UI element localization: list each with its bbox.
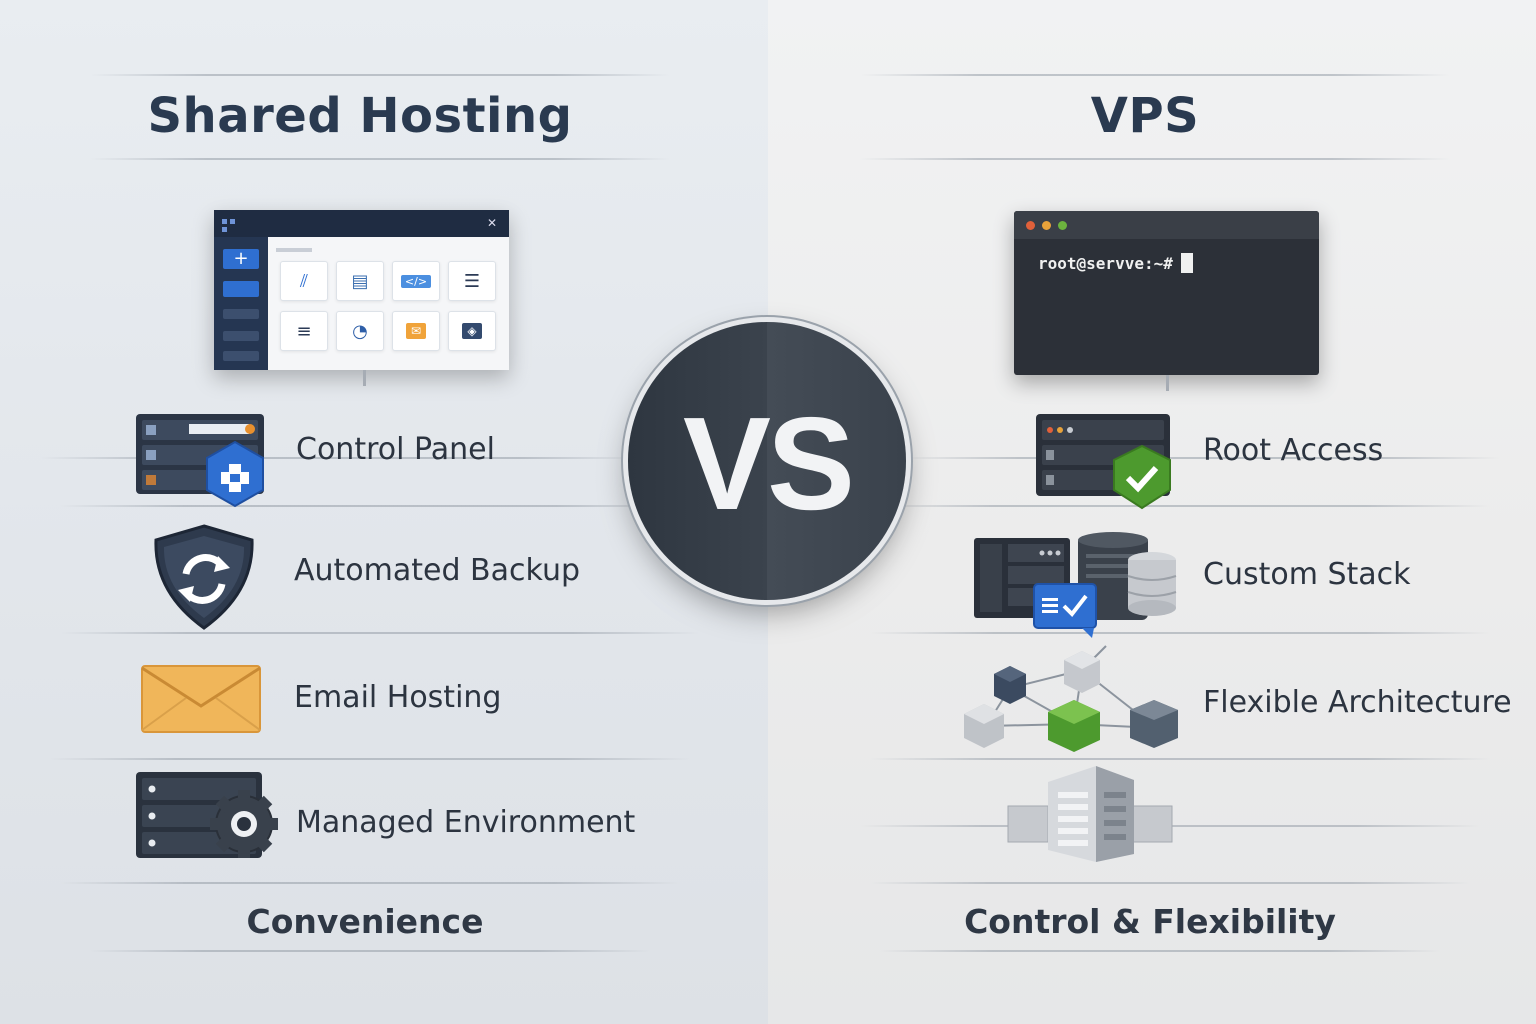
footer-convenience: Convenience bbox=[246, 902, 484, 941]
close-icon: ✕ bbox=[486, 216, 497, 230]
terminal-window: root@servve:~# bbox=[1014, 211, 1319, 375]
server-database-icon bbox=[974, 532, 1177, 638]
server-gear-icon bbox=[136, 772, 278, 858]
divider-line bbox=[870, 632, 1490, 634]
divider-line bbox=[860, 74, 1450, 76]
divider-line bbox=[880, 950, 1440, 952]
divider-line bbox=[50, 758, 690, 760]
divider-line bbox=[870, 758, 1490, 760]
folder-icon: ▤ bbox=[336, 261, 384, 301]
feature-root-access: Root Access bbox=[1203, 433, 1384, 468]
analytics-icon: ⫽ bbox=[280, 261, 328, 301]
vs-badge: VS bbox=[628, 322, 906, 600]
divider-line bbox=[90, 74, 670, 76]
list-icon: ☰ bbox=[448, 261, 496, 301]
cube-network-icon bbox=[964, 645, 1178, 752]
divider-line bbox=[860, 158, 1450, 160]
feature-custom-stack: Custom Stack bbox=[1203, 557, 1411, 592]
vs-label: VS bbox=[682, 389, 855, 537]
divider-line bbox=[60, 505, 680, 507]
envelope-icon bbox=[141, 665, 261, 733]
divider-line bbox=[40, 457, 640, 459]
footer-control-flexibility: Control & Flexibility bbox=[964, 902, 1336, 941]
chart-pie-icon: ◔ bbox=[336, 311, 384, 351]
server-check-shield-icon bbox=[1036, 414, 1171, 510]
feature-automated-backup: Automated Backup bbox=[294, 553, 581, 588]
cursor bbox=[1180, 253, 1193, 273]
plus-icon: + bbox=[223, 249, 259, 269]
divider-line bbox=[870, 505, 1490, 507]
divider-line bbox=[60, 882, 680, 884]
divider-line bbox=[60, 632, 700, 634]
server-building-icon bbox=[1007, 766, 1173, 862]
divider-line bbox=[90, 950, 650, 952]
terminal-prompt: root@servve:~# bbox=[1038, 253, 1193, 273]
code-icon: </> bbox=[392, 261, 440, 301]
divider-line bbox=[900, 457, 1500, 459]
text-icon: ≡ bbox=[280, 311, 328, 351]
lock-icon: ◈ bbox=[448, 311, 496, 351]
divider-line bbox=[870, 882, 1470, 884]
divider-line bbox=[90, 158, 670, 160]
feature-email-hosting: Email Hosting bbox=[294, 680, 502, 715]
shared-hosting-title: Shared Hosting bbox=[147, 88, 573, 144]
control-panel-icon bbox=[136, 414, 264, 508]
feature-control-panel: Control Panel bbox=[296, 432, 495, 467]
vps-title: VPS bbox=[1090, 88, 1200, 144]
control-panel-dashboard-illustration: ✕ + ⫽ ▤ </> ☰ ≡ ◔ ✉ ◈ bbox=[214, 210, 509, 370]
backup-shield-icon bbox=[154, 524, 254, 630]
feature-flexible-architecture: Flexible Architecture bbox=[1203, 685, 1512, 720]
feature-managed-environment: Managed Environment bbox=[296, 805, 636, 840]
mail-icon: ✉ bbox=[392, 311, 440, 351]
